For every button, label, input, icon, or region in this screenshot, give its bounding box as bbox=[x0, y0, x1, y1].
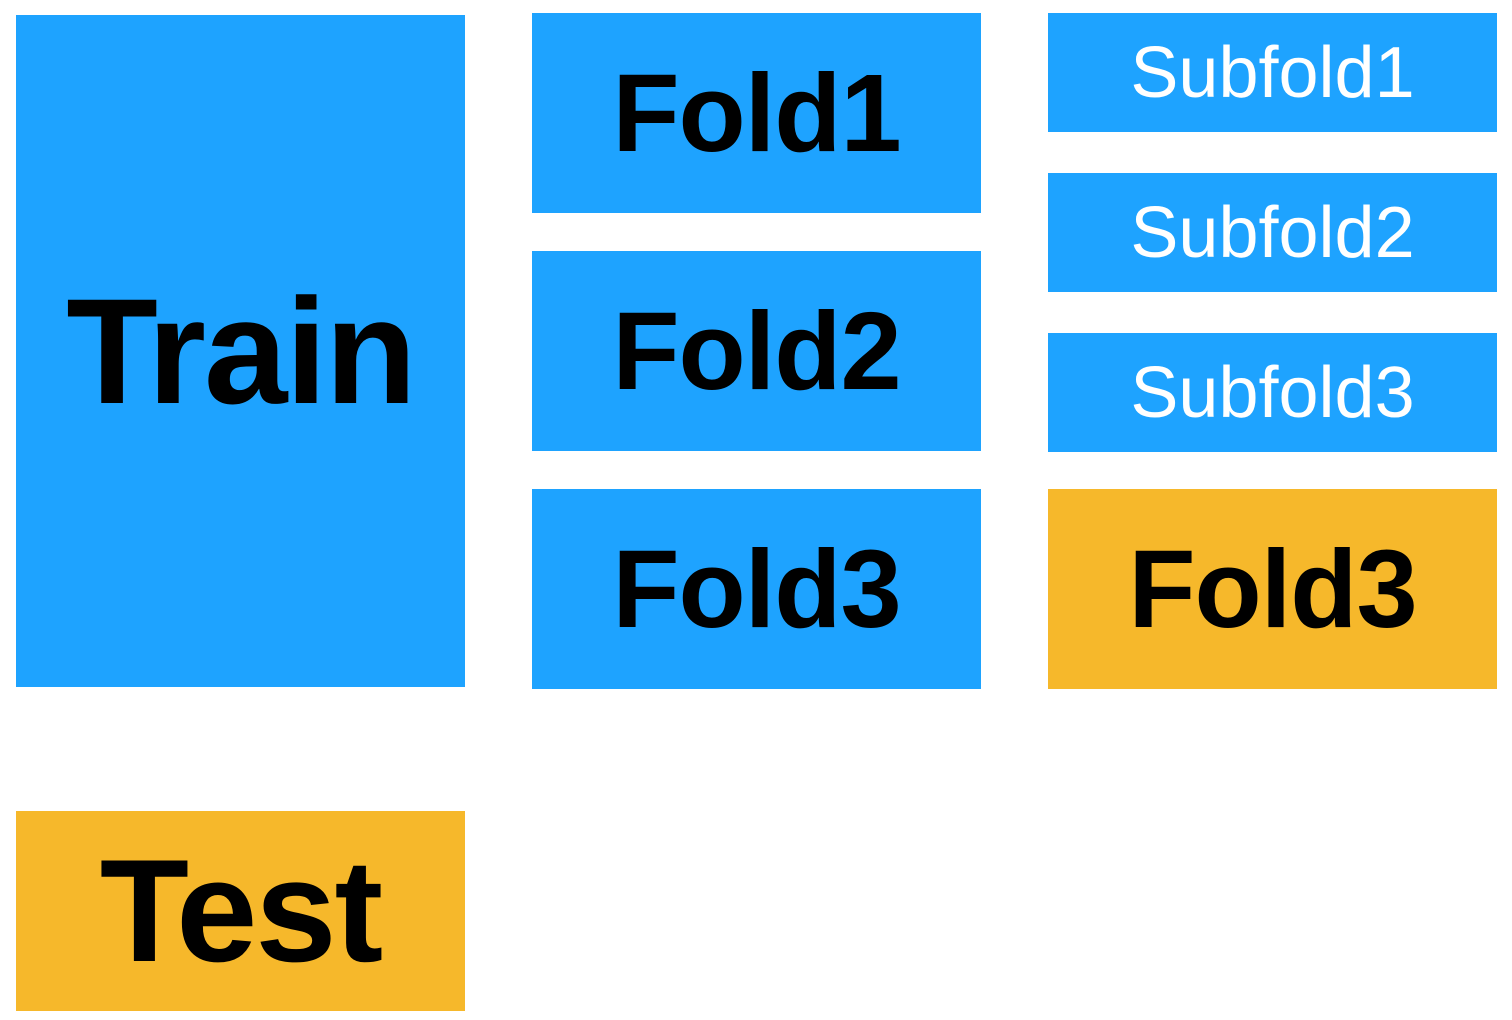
subfold-block-2: Subfold2 bbox=[1048, 173, 1497, 292]
subfold-block-1: Subfold1 bbox=[1048, 13, 1497, 132]
subfold-label-3: Subfold3 bbox=[1130, 352, 1415, 433]
subfold-label-2: Subfold2 bbox=[1130, 192, 1415, 273]
test-block: Test bbox=[16, 811, 465, 1011]
fold-label-3: Fold3 bbox=[612, 527, 901, 651]
train-block: Train bbox=[16, 15, 465, 687]
fold-block-1: Fold1 bbox=[532, 13, 981, 213]
subfold-label-1: Subfold1 bbox=[1130, 32, 1415, 113]
train-label: Train bbox=[66, 266, 416, 435]
holdout-fold-label: Fold3 bbox=[1128, 527, 1417, 651]
fold-label-2: Fold2 bbox=[612, 289, 901, 413]
fold-block-3: Fold3 bbox=[532, 489, 981, 689]
fold-label-1: Fold1 bbox=[612, 51, 901, 175]
test-label: Test bbox=[99, 829, 383, 992]
fold-block-2: Fold2 bbox=[532, 251, 981, 451]
subfold-block-3: Subfold3 bbox=[1048, 333, 1497, 452]
holdout-fold-block: Fold3 bbox=[1048, 489, 1497, 689]
